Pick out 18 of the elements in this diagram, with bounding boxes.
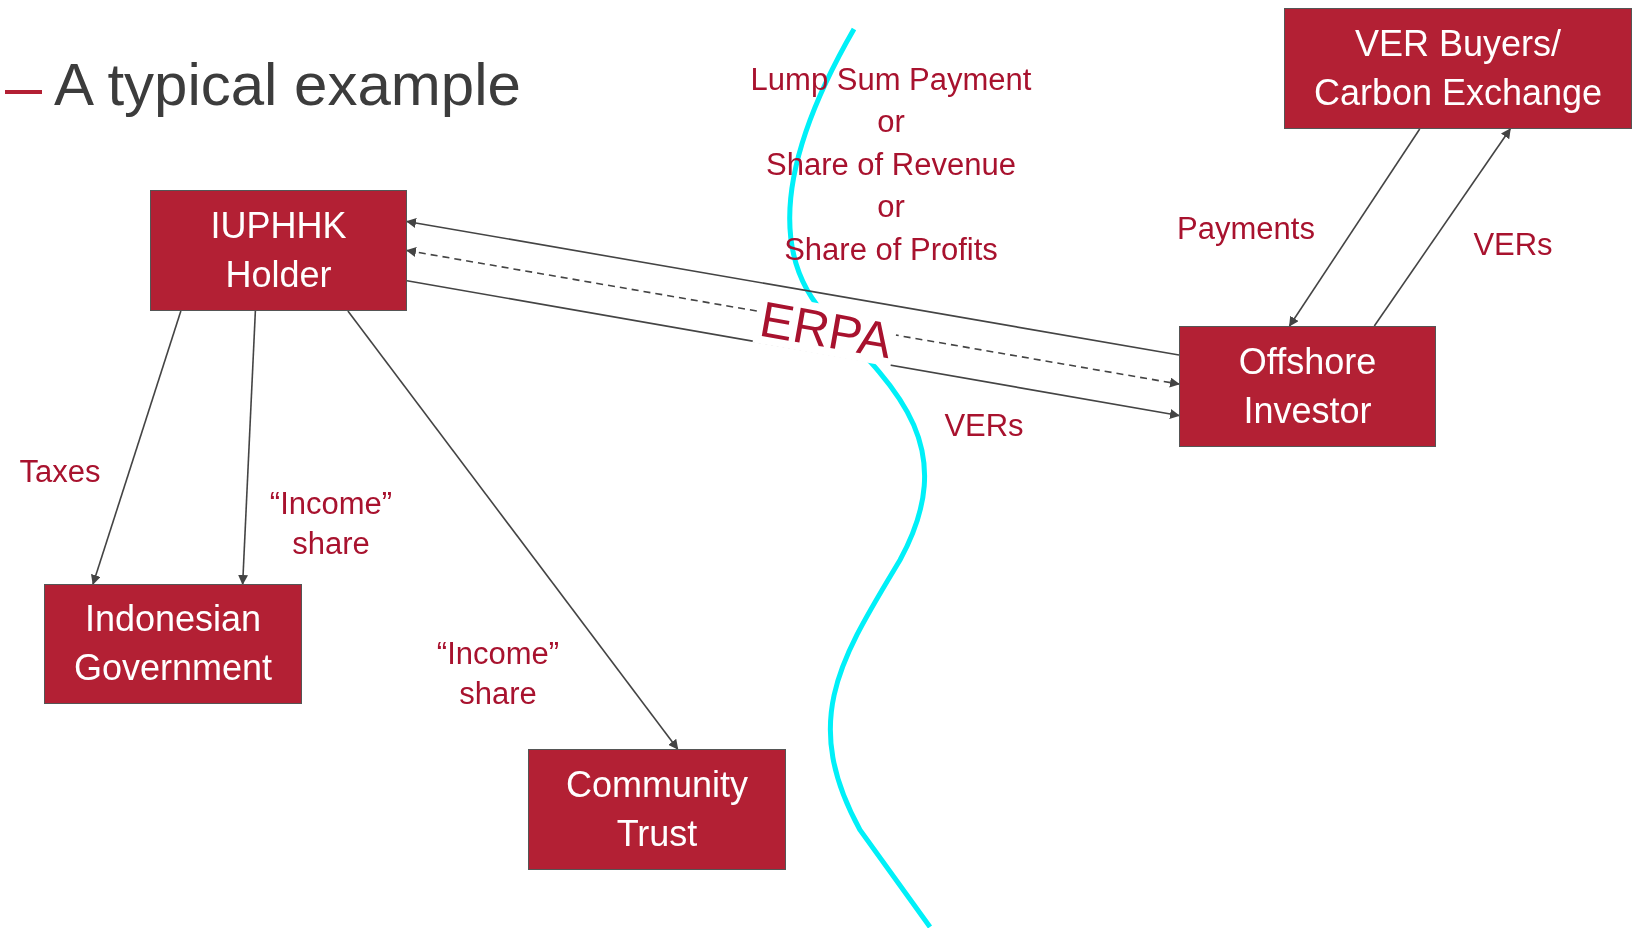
entity-box: Offshore Investor	[1179, 326, 1436, 447]
entity-box: Indonesian Government	[44, 584, 302, 704]
arrow	[1373, 128, 1511, 327]
slide-title: A typical example	[54, 50, 521, 119]
arrow	[406, 218, 1180, 356]
edge-label: VERs	[944, 407, 1024, 446]
arrow	[1288, 128, 1421, 327]
entity-box: IUPHHK Holder	[150, 190, 407, 311]
edge-label: “Income” share	[435, 634, 561, 713]
entity-box: VER Buyers/ Carbon Exchange	[1284, 8, 1632, 129]
entity-box: Community Trust	[528, 749, 786, 870]
edge-label: Taxes	[19, 453, 101, 492]
edge-label: “Income” share	[268, 484, 394, 563]
arrow	[347, 310, 679, 750]
arrow	[238, 310, 257, 585]
edge-label: Payments	[1177, 210, 1315, 249]
edge-label: VERs	[1473, 226, 1553, 265]
arrow	[91, 310, 182, 585]
